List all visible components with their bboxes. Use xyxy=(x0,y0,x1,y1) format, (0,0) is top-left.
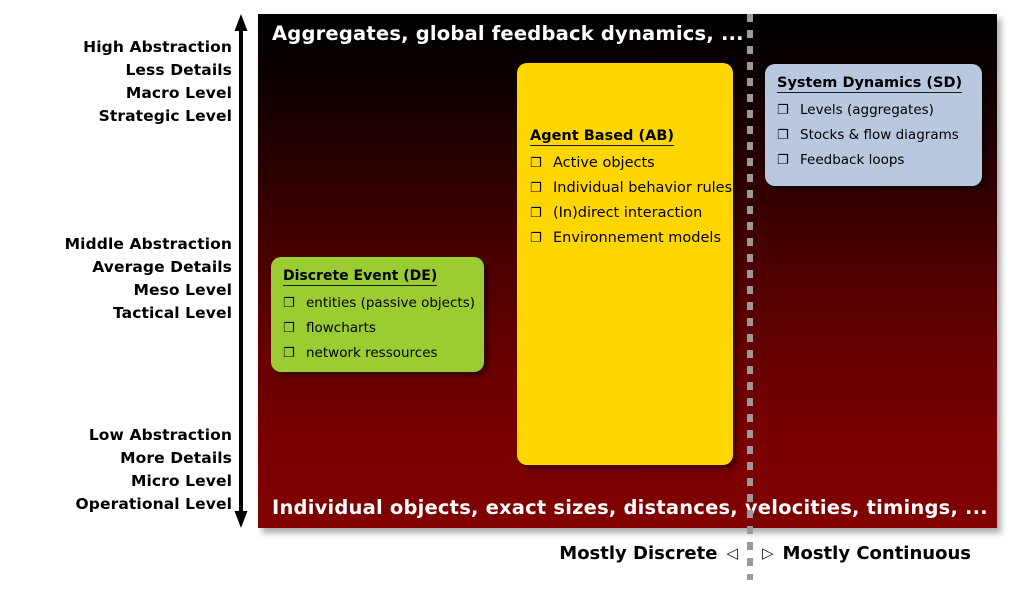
card-system-dynamics-list: ❐ Levels (aggregates) ❐ Stocks & flow di… xyxy=(777,98,970,173)
discrete-continuous-divider xyxy=(747,14,753,580)
axis-label-high-abstraction: High Abstraction xyxy=(83,38,232,56)
right-triangle-icon: ▷ xyxy=(762,544,774,562)
axis-label-micro-level: Micro Level xyxy=(130,472,232,490)
list-item: ❐ entities (passive objects) xyxy=(283,291,475,316)
card-agent-based[interactable]: Agent Based (AB) ❐ Active objects ❐ Indi… xyxy=(517,63,733,465)
card-agent-based-title: Agent Based (AB) xyxy=(530,128,674,146)
list-item: ❐ Individual behavior rules xyxy=(530,176,732,201)
axis-label-more-details: More Details xyxy=(120,449,232,467)
checkbox-icon: ❐ xyxy=(777,128,789,143)
axis-label-middle-abstraction: Middle Abstraction xyxy=(64,235,232,253)
list-item-label: Environnement models xyxy=(553,230,722,246)
axis-label-strategic-level: Strategic Level xyxy=(98,107,232,125)
axis-label-group-middle: Middle Abstraction Average Details Meso … xyxy=(0,233,232,325)
list-item: ❐ Levels (aggregates) xyxy=(777,98,970,123)
legend-mostly-continuous: ▷ Mostly Continuous xyxy=(762,538,1034,568)
checkbox-icon: ❐ xyxy=(777,103,789,118)
list-item: ❐ Feedback loops xyxy=(777,148,970,173)
list-item: ❐ network ressources xyxy=(283,341,472,366)
axis-label-low-abstraction: Low Abstraction xyxy=(88,426,232,444)
axis-label-group-high: High Abstraction Less Details Macro Leve… xyxy=(0,36,232,128)
axis-label-group-low: Low Abstraction More Details Micro Level… xyxy=(0,424,232,516)
list-item-label: Feedback loops xyxy=(800,152,905,168)
card-discrete-event-title: Discrete Event (DE) xyxy=(283,268,438,286)
card-discrete-event-list: ❐ entities (passive objects) ❐ flowchart… xyxy=(283,291,475,366)
list-item-label: Individual behavior rules xyxy=(553,180,733,196)
checkbox-icon: ❐ xyxy=(530,206,542,221)
axis-label-tactical-level: Tactical Level xyxy=(112,304,232,322)
card-agent-based-list: ❐ Active objects ❐ Individual behavior r… xyxy=(530,151,732,251)
card-system-dynamics[interactable]: System Dynamics (SD) ❐ Levels (aggregate… xyxy=(765,64,982,186)
list-item: ❐ Active objects xyxy=(530,151,723,176)
list-item-label: Active objects xyxy=(553,155,655,171)
list-item-label: (In)direct interaction xyxy=(553,205,703,221)
legend-mostly-continuous-label: Mostly Continuous xyxy=(782,542,972,564)
checkbox-icon: ❐ xyxy=(283,296,295,311)
list-item-label: Levels (aggregates) xyxy=(800,102,934,118)
left-triangle-icon: ◁ xyxy=(726,544,738,562)
checkbox-icon: ❐ xyxy=(777,153,789,168)
panel-top-caption: Aggregates, global feedback dynamics, ..… xyxy=(272,22,744,45)
axis-label-average-details: Average Details xyxy=(92,258,232,276)
list-item-label: entities (passive objects) xyxy=(306,295,475,311)
abstraction-axis-double-arrow-icon xyxy=(234,14,248,528)
list-item-label: network ressources xyxy=(306,345,438,361)
checkbox-icon: ❐ xyxy=(530,231,542,246)
checkbox-icon: ❐ xyxy=(283,321,295,336)
card-discrete-event[interactable]: Discrete Event (DE) ❐ entities (passive … xyxy=(271,257,484,372)
list-item-label: Stocks & flow diagrams xyxy=(800,127,959,143)
list-item-label: flowcharts xyxy=(306,320,376,336)
axis-label-meso-level: Meso Level xyxy=(133,281,232,299)
card-system-dynamics-title: System Dynamics (SD) xyxy=(777,75,963,93)
axis-label-macro-level: Macro Level xyxy=(125,84,232,102)
list-item: ❐ Stocks & flow diagrams xyxy=(777,123,970,148)
checkbox-icon: ❐ xyxy=(530,156,542,171)
list-item: ❐ (In)direct interaction xyxy=(530,201,723,226)
legend-mostly-discrete-label: Mostly Discrete xyxy=(559,542,718,564)
list-item: ❐ flowcharts xyxy=(283,316,472,341)
checkbox-icon: ❐ xyxy=(283,346,295,361)
panel-bottom-caption: Individual objects, exact sizes, distanc… xyxy=(272,496,988,519)
checkbox-icon: ❐ xyxy=(530,181,542,196)
axis-label-operational-level: Operational Level xyxy=(75,495,232,513)
legend-mostly-discrete: Mostly Discrete ◁ xyxy=(258,538,738,568)
list-item: ❐ Environnement models xyxy=(530,226,723,251)
axis-label-less-details: Less Details xyxy=(125,61,232,79)
